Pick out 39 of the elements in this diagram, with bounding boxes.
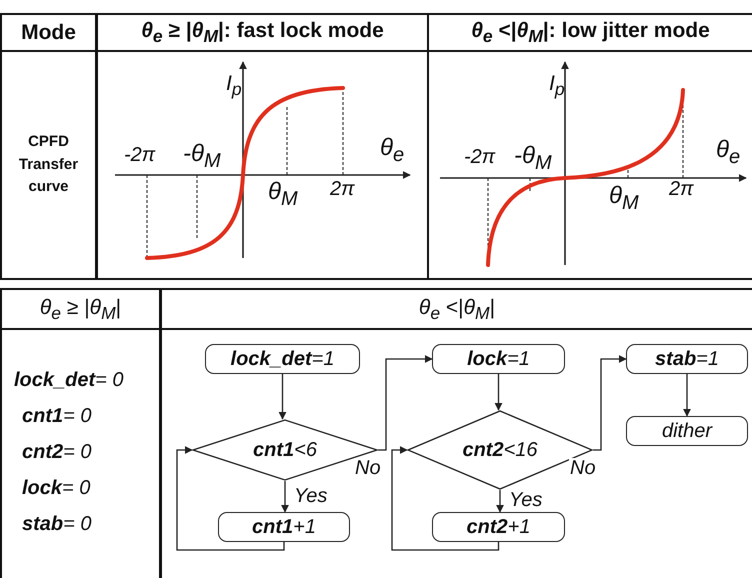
process-box: cnt1+1 [218, 512, 350, 542]
variable-init-text: lock= 0 [22, 477, 90, 500]
column-header: Mode [21, 20, 76, 46]
axis-label: θ$_{e}$ [716, 136, 740, 169]
arrow [683, 374, 691, 417]
variable-init-text: lock_det= 0 [14, 369, 124, 392]
variable-init-text: stab= 0 [22, 513, 92, 536]
process-box: lock=1 [432, 344, 565, 374]
axis-label: I$_{p}$ [226, 72, 242, 100]
process-box: dither [626, 416, 748, 446]
process-box: lock_det=1 [205, 344, 360, 374]
column-header: θ$_{e}$ <|θ$_{M}$|: low jitter mode [471, 18, 710, 48]
axis-label: θ$_{e}$ [380, 134, 404, 167]
axis-label: I$_{p}$ [549, 72, 565, 100]
tick-label: θ$_{M}$ [268, 178, 298, 211]
arrow [494, 374, 502, 411]
arrow [281, 481, 289, 513]
tick-label: θ$_{M}$ [609, 182, 639, 215]
row-header: CPFD Transfer curve [18, 132, 80, 198]
arrow [391, 446, 500, 551]
arrow [496, 490, 504, 513]
tick-label: -2π [124, 144, 156, 167]
arrow [176, 446, 285, 551]
arrow [378, 355, 433, 451]
arrow [593, 355, 627, 451]
variable-init-text: cnt1= 0 [22, 405, 92, 428]
tick-label: 2π [330, 178, 355, 201]
process-box: cnt2+1 [432, 512, 565, 542]
arrow [278, 374, 286, 420]
edge-label: Yes [293, 486, 328, 506]
variable-init-text: cnt2= 0 [22, 441, 92, 464]
tick-label: -θ$_{M}$ [183, 140, 221, 173]
column-header: θ$_{e}$ <|θ$_{M}$| [418, 294, 496, 325]
tick-label: -2π [464, 146, 496, 169]
tick-label: -θ$_{M}$ [514, 142, 552, 175]
column-header: θ$_{e}$ ≥ |θ$_{M}$|: fast lock mode [141, 18, 384, 48]
column-header: θ$_{e}$ ≥ |θ$_{M}$| [40, 294, 122, 325]
process-box: stab=1 [626, 344, 748, 374]
tick-label: 2π [669, 178, 694, 201]
